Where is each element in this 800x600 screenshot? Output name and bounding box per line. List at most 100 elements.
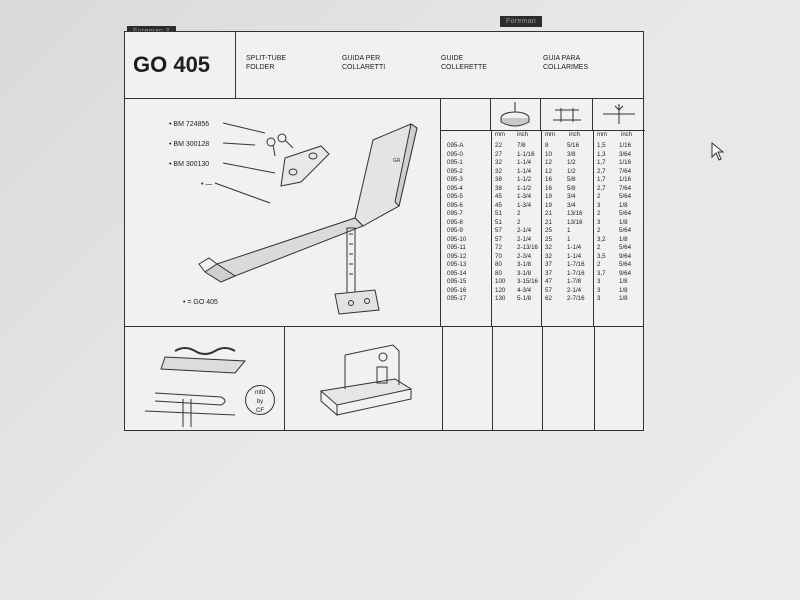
table-cell: 120 bbox=[495, 286, 506, 294]
table-cell: 095-8 bbox=[447, 218, 463, 226]
table-cell: 095-16 bbox=[447, 286, 467, 294]
fold-cross-section bbox=[144, 347, 247, 427]
bottom-panels bbox=[125, 326, 643, 431]
table-cell: 130 bbox=[495, 295, 506, 302]
table-cell: 21 bbox=[545, 218, 552, 226]
unit-mm-3: mm bbox=[597, 132, 607, 138]
table-cell: 1/2 bbox=[567, 167, 576, 175]
table-cell: 1/2 bbox=[567, 159, 576, 166]
table-cell: 5/64 bbox=[619, 244, 632, 251]
table-cell: 1 bbox=[567, 227, 571, 234]
table-cell: 70 bbox=[495, 252, 502, 260]
table-cell: 2 bbox=[597, 210, 601, 217]
col-header-fold bbox=[541, 98, 593, 130]
machine-drawing-cell bbox=[285, 327, 443, 431]
table-cell: 1,3 bbox=[597, 150, 606, 158]
table-cell: 2 bbox=[597, 244, 601, 251]
table-cell: 32 bbox=[495, 167, 502, 175]
table-cell: 1-3/4 bbox=[517, 201, 532, 209]
table-cell: 2-1/4 bbox=[517, 227, 532, 234]
table-cell: 3 bbox=[597, 201, 601, 209]
table-cell: 7/8 bbox=[517, 142, 526, 149]
table-cell: 1/8 bbox=[619, 295, 628, 302]
table-cell: 3/4 bbox=[567, 193, 576, 200]
table-cell: 095-7 bbox=[447, 210, 463, 217]
table-cell: 095-6 bbox=[447, 201, 463, 209]
table-cell: 4-3/4 bbox=[517, 286, 532, 294]
table-cell: 1-1/2 bbox=[517, 184, 532, 192]
table-cell: 2 bbox=[597, 261, 601, 268]
table-cell: 1-1/2 bbox=[517, 176, 532, 183]
table-cell: 3,5 bbox=[597, 252, 606, 260]
table-cell: 27 bbox=[495, 150, 502, 158]
table-cell: 5/64 bbox=[619, 227, 632, 234]
table-cell: 57 bbox=[545, 286, 552, 294]
table-cell: 8 bbox=[545, 142, 549, 149]
table-cell: 37 bbox=[545, 269, 552, 277]
table-cell: 38 bbox=[495, 176, 502, 183]
table-cell: 38 bbox=[495, 184, 502, 192]
folder-illustration: GR bbox=[198, 122, 418, 315]
table-cell: 2-1/4 bbox=[517, 235, 532, 243]
top-right-tab[interactable]: Foreman bbox=[500, 16, 543, 27]
table-cell: 3 bbox=[597, 295, 601, 302]
table-cell: 2 bbox=[517, 218, 521, 226]
table-cell: 1/8 bbox=[619, 201, 628, 209]
part-label-4: • — bbox=[201, 181, 213, 188]
table-cell: 095-15 bbox=[447, 278, 467, 285]
table-cell: 25 bbox=[545, 235, 552, 243]
table-cell: 2 bbox=[597, 193, 601, 200]
table-cell: 5/8 bbox=[567, 184, 576, 192]
table-cell: 25 bbox=[545, 227, 552, 234]
table-cell: 1/8 bbox=[619, 235, 628, 243]
table-cell: 5/64 bbox=[619, 210, 632, 217]
table-cell: 7/64 bbox=[619, 167, 632, 175]
tape-width-icon bbox=[500, 102, 530, 127]
folder-drawing-panel: • BM 724856 • BM 300128 • BM 300130 • — … bbox=[125, 98, 441, 326]
table-cell: 32 bbox=[545, 244, 552, 251]
table-cell: 3 bbox=[597, 278, 601, 285]
unit-inch-2: inch bbox=[569, 132, 581, 138]
table-cell: 1-1/4 bbox=[567, 244, 582, 251]
table-cell: 16 bbox=[545, 184, 552, 192]
table-cell: 62 bbox=[545, 295, 552, 302]
table-cell: 22 bbox=[495, 142, 502, 149]
table-cell: 3/8 bbox=[567, 150, 576, 158]
table-cell: 32 bbox=[495, 159, 502, 166]
table-cell: 2 bbox=[517, 210, 521, 217]
table-cell: 095-0 bbox=[447, 150, 463, 158]
blank-cell-1 bbox=[443, 327, 493, 431]
table-cell: 12 bbox=[545, 159, 552, 166]
table-cell: 095-9 bbox=[447, 227, 463, 234]
table-cell: 57 bbox=[495, 235, 502, 243]
table-cell: 10 bbox=[545, 150, 552, 158]
table-cell: 2-13/16 bbox=[517, 244, 538, 251]
table-cell: 5/64 bbox=[619, 261, 632, 268]
table-cell: 45 bbox=[495, 201, 502, 209]
table-cell: 095-4 bbox=[447, 184, 463, 192]
table-cell: 3,7 bbox=[597, 269, 606, 277]
table-cell: 1/8 bbox=[619, 218, 628, 226]
table-cell: 3-1/8 bbox=[517, 269, 532, 277]
unit-mm-1: mm bbox=[495, 132, 505, 138]
table-cell: 3-15/16 bbox=[517, 278, 538, 285]
sewing-machine-icon bbox=[319, 344, 413, 417]
table-cell: 19 bbox=[545, 193, 552, 200]
